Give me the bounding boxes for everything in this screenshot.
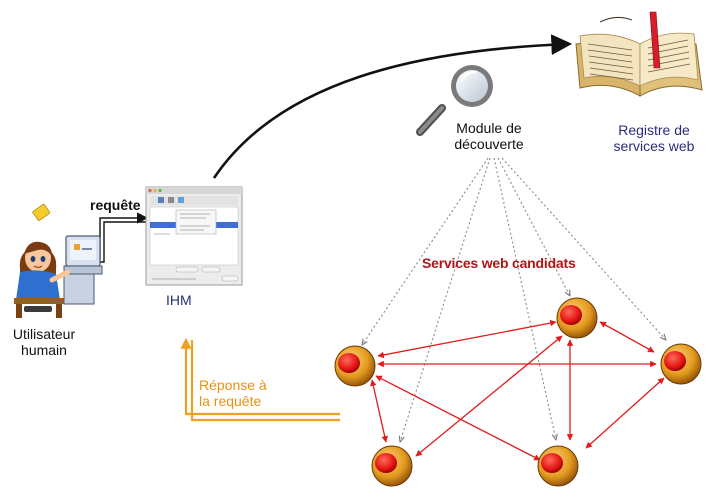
magnifier-icon [416,65,493,136]
registry-label-text: Registre de services web [613,122,695,155]
user-at-computer-icon [14,203,103,318]
service-node-icon [556,297,598,339]
registry-label: Registre de services web [598,122,710,154]
discovery-module-label: Module de découverte [446,120,532,152]
response-label: Réponse à la requête [199,377,267,409]
user-label: Utilisateur humain [8,326,80,358]
service-node-icon [371,445,413,487]
request-label: requête [90,197,141,213]
service-node-icon [537,445,579,487]
ihm-window-icon [145,186,243,286]
service-node-icon [334,345,376,387]
discovery-module-text: Module de découverte [454,120,524,153]
service-node-icon [660,343,702,385]
service-nodes [334,297,702,487]
service-links [370,319,665,461]
request-connector [94,212,149,263]
response-arrow [180,337,340,422]
main-discovery-arrow [212,34,573,179]
response-label-text: Réponse à la requête [199,377,267,410]
ihm-label: IHM [166,292,192,308]
discovery-arrows [362,157,666,442]
candidate-services-label: Services web candidats [422,255,576,271]
open-book-icon [575,11,703,97]
user-label-text: Utilisateur humain [12,326,76,359]
